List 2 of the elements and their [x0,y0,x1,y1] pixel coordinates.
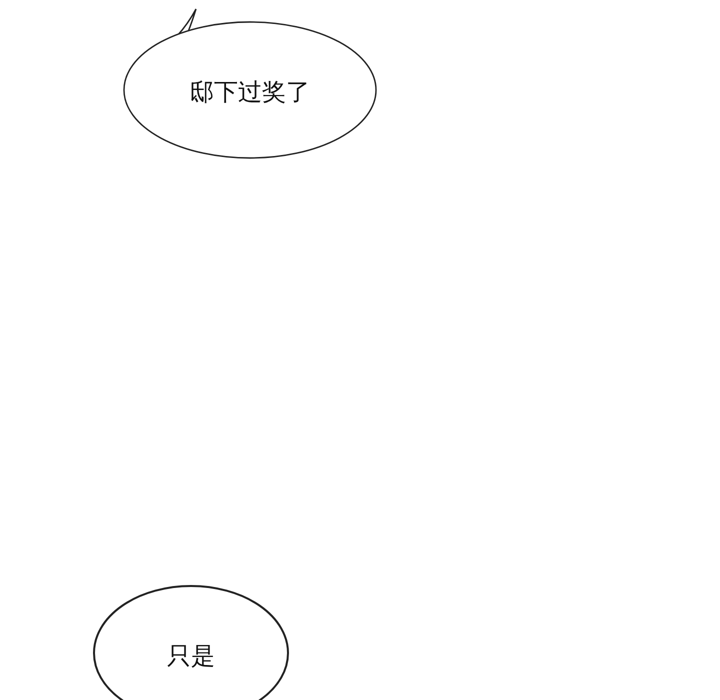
dialogue-text: 邸下过奖了 [189,77,311,108]
dialogue-text: 只是 [166,641,216,672]
